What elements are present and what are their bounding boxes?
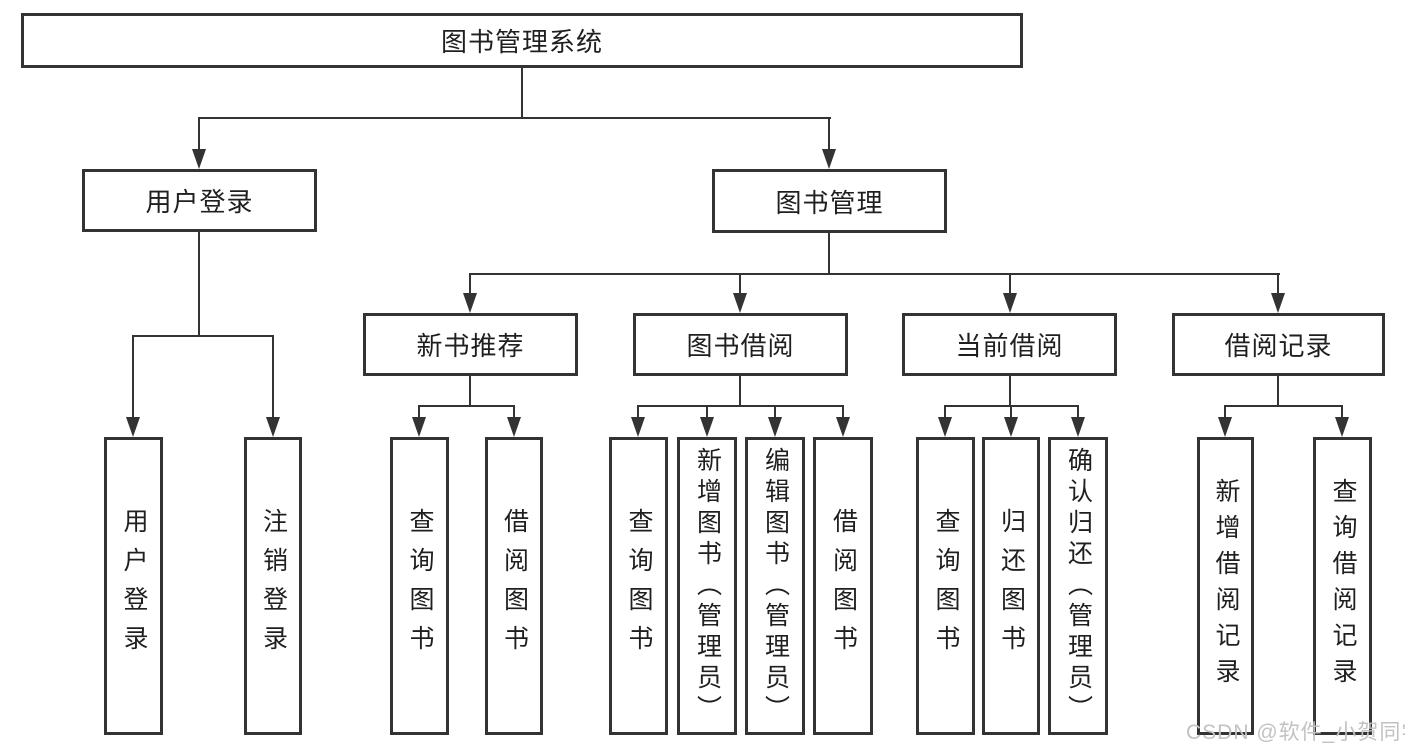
node-leaf-query-book-2-label: 查询图书 bbox=[625, 508, 653, 664]
connector-user-login-stem bbox=[198, 232, 200, 335]
connector-to-user-login bbox=[198, 117, 200, 149]
connector-new-book-rec-rail bbox=[418, 405, 515, 407]
node-book-mgmt: 图书管理 bbox=[712, 169, 947, 233]
connector-to-leaf-query-book-2 bbox=[637, 405, 639, 417]
node-leaf-query-book-3: 查询图书 bbox=[916, 437, 975, 735]
node-leaf-borrow-book-1: 借阅图书 bbox=[485, 437, 543, 735]
connector-to-current-borrow bbox=[1009, 273, 1011, 293]
node-leaf-confirm-return-label: 确认归还（管理员） bbox=[1064, 446, 1093, 726]
node-new-book-rec-label: 新书推荐 bbox=[416, 331, 525, 361]
arrow-to-new-book-rec-icon bbox=[463, 293, 477, 313]
node-leaf-add-book: 新增图书（管理员） bbox=[677, 437, 737, 735]
arrow-to-book-borrow-icon bbox=[733, 293, 747, 313]
connector-book-borrow-rail bbox=[637, 405, 844, 407]
connector-to-new-book-rec bbox=[469, 273, 471, 293]
connector-borrow-record-stem bbox=[1277, 376, 1279, 405]
arrow-to-leaf-logout-icon bbox=[266, 417, 280, 437]
node-user-login-label: 用户登录 bbox=[145, 187, 254, 217]
node-leaf-borrow-book-2-label: 借阅图书 bbox=[829, 508, 858, 664]
node-leaf-query-record-label: 查询借阅记录 bbox=[1329, 478, 1357, 694]
connector-to-leaf-query-record bbox=[1341, 405, 1343, 417]
connector-root-stem bbox=[521, 68, 523, 117]
connector-to-leaf-add-record bbox=[1224, 405, 1226, 417]
connector-user-login-rail bbox=[132, 335, 274, 337]
arrow-to-leaf-query-book-2-icon bbox=[631, 417, 645, 437]
arrow-to-current-borrow-icon bbox=[1003, 293, 1017, 313]
node-borrow-record-label: 借阅记录 bbox=[1224, 331, 1333, 361]
node-borrow-record: 借阅记录 bbox=[1172, 313, 1385, 376]
node-root: 图书管理系统 bbox=[21, 13, 1023, 68]
node-leaf-edit-book-label: 编辑图书（管理员） bbox=[761, 446, 790, 726]
connector-to-book-mgmt bbox=[828, 117, 830, 149]
arrow-to-borrow-record-icon bbox=[1271, 293, 1285, 313]
node-leaf-query-book-3-label: 查询图书 bbox=[932, 508, 960, 664]
connector-to-leaf-confirm-return bbox=[1077, 405, 1079, 417]
arrow-to-leaf-query-record-icon bbox=[1335, 417, 1349, 437]
connector-to-leaf-user-login bbox=[132, 335, 134, 417]
arrow-to-leaf-user-login-icon bbox=[126, 417, 140, 437]
node-leaf-return-book: 归还图书 bbox=[982, 437, 1040, 735]
arrow-to-leaf-borrow-book-1-icon bbox=[507, 417, 521, 437]
node-leaf-borrow-book-1-label: 借阅图书 bbox=[500, 508, 529, 664]
node-leaf-borrow-book-2: 借阅图书 bbox=[813, 437, 873, 735]
node-leaf-query-record: 查询借阅记录 bbox=[1313, 437, 1372, 735]
connector-to-leaf-logout bbox=[272, 335, 274, 417]
arrow-to-leaf-query-book-1-icon bbox=[412, 417, 426, 437]
arrow-to-leaf-confirm-return-icon bbox=[1071, 417, 1085, 437]
connector-to-leaf-query-book-1 bbox=[418, 405, 420, 417]
node-leaf-user-login-label: 用户登录 bbox=[120, 508, 148, 664]
arrow-to-leaf-add-book-icon bbox=[700, 417, 714, 437]
arrow-to-leaf-borrow-book-2-icon bbox=[836, 417, 850, 437]
node-user-login: 用户登录 bbox=[82, 169, 317, 232]
node-leaf-query-book-2: 查询图书 bbox=[609, 437, 668, 735]
node-book-borrow: 图书借阅 bbox=[633, 313, 848, 376]
node-book-borrow-label: 图书借阅 bbox=[686, 331, 795, 361]
node-book-mgmt-label: 图书管理 bbox=[775, 187, 884, 218]
arrow-to-user-login-icon bbox=[192, 149, 206, 169]
connector-to-leaf-return-book bbox=[1010, 405, 1012, 417]
node-new-book-rec: 新书推荐 bbox=[363, 313, 578, 376]
node-leaf-query-book-1: 查询图书 bbox=[390, 437, 449, 735]
node-leaf-add-record-label: 新增借阅记录 bbox=[1212, 478, 1240, 694]
connector-to-leaf-query-book-3 bbox=[944, 405, 946, 417]
connector-to-book-borrow bbox=[739, 273, 741, 293]
node-root-label: 图书管理系统 bbox=[440, 27, 603, 57]
node-leaf-user-login: 用户登录 bbox=[104, 437, 163, 735]
arrow-to-leaf-return-book-icon bbox=[1004, 417, 1018, 437]
node-leaf-logout-label: 注销登录 bbox=[259, 508, 288, 664]
arrow-to-leaf-query-book-3-icon bbox=[938, 417, 952, 437]
node-current-borrow: 当前借阅 bbox=[902, 313, 1117, 376]
watermark: CSDN @软件_小贺同学 bbox=[1186, 721, 1405, 744]
connector-to-leaf-borrow-book-2 bbox=[842, 405, 844, 417]
connector-new-book-rec-stem bbox=[469, 376, 471, 405]
node-leaf-edit-book: 编辑图书（管理员） bbox=[745, 437, 805, 735]
node-leaf-logout: 注销登录 bbox=[244, 437, 302, 735]
connector-book-borrow-stem bbox=[739, 376, 741, 405]
connector-to-leaf-borrow-book-1 bbox=[513, 405, 515, 417]
node-leaf-add-record: 新增借阅记录 bbox=[1197, 437, 1254, 735]
arrow-to-book-mgmt-icon bbox=[822, 149, 836, 169]
connector-borrow-record-rail bbox=[1224, 405, 1343, 407]
connector-root-rail bbox=[198, 117, 831, 119]
arrow-to-leaf-add-record-icon bbox=[1218, 417, 1232, 437]
node-leaf-confirm-return: 确认归还（管理员） bbox=[1048, 437, 1108, 735]
connector-book-mgmt-stem bbox=[828, 233, 830, 273]
connector-current-borrow-stem bbox=[1009, 376, 1011, 405]
connector-book-mgmt-rail bbox=[469, 273, 1280, 275]
node-leaf-add-book-label: 新增图书（管理员） bbox=[693, 446, 722, 726]
arrow-to-leaf-edit-book-icon bbox=[768, 417, 782, 437]
node-leaf-query-book-1-label: 查询图书 bbox=[406, 508, 434, 664]
node-current-borrow-label: 当前借阅 bbox=[955, 331, 1064, 361]
node-leaf-return-book-label: 归还图书 bbox=[997, 508, 1026, 664]
connector-to-borrow-record bbox=[1277, 273, 1279, 293]
connector-to-leaf-add-book bbox=[706, 405, 708, 417]
connector-to-leaf-edit-book bbox=[774, 405, 776, 417]
